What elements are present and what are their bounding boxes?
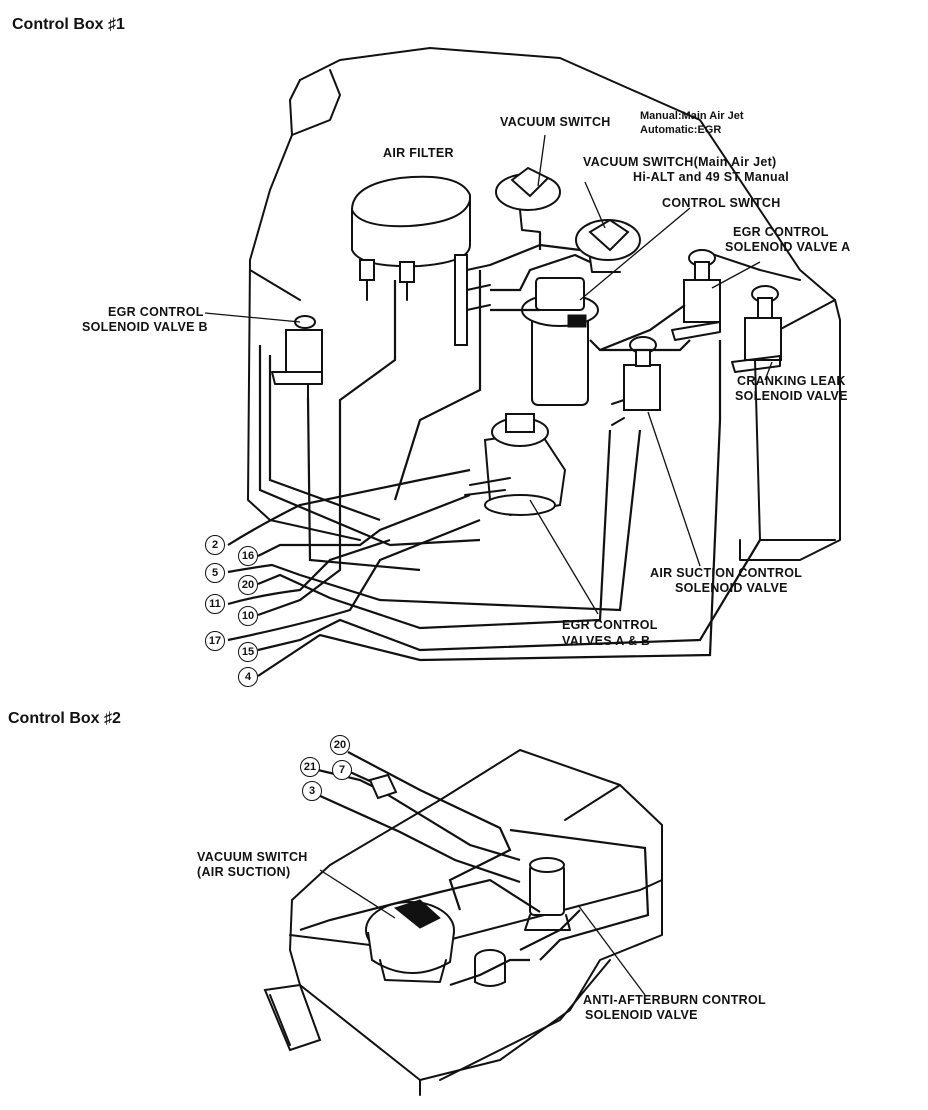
label-egr-valves-line1: EGR CONTROL xyxy=(562,618,658,632)
label-manual-note: Manual:Main Air Jet xyxy=(640,110,744,122)
hoses-box-2 xyxy=(299,751,650,987)
hoses-box-1 xyxy=(227,232,761,677)
hose-number-badge: 11 xyxy=(205,594,225,614)
vacuum-switch-top-drawing xyxy=(495,166,561,233)
vacuum-switch-air-suction-drawing xyxy=(365,899,455,983)
label-cranking-leak-line2: SOLENOID VALVE xyxy=(735,389,848,403)
label-egr-solenoid-b-line1: EGR CONTROL xyxy=(108,305,204,319)
hose-number-badge: 15 xyxy=(238,642,258,662)
label-air-filter: AIR FILTER xyxy=(383,146,454,160)
hose-number-badge: 16 xyxy=(238,546,258,566)
label-automatic-note: Automatic:EGR xyxy=(640,124,722,136)
label-vacuum-switch: VACUUM SWITCH xyxy=(500,115,611,129)
label-air-suction-line2: SOLENOID VALVE xyxy=(675,581,788,595)
hose-number-badge: 4 xyxy=(238,667,258,687)
egr-control-valves-drawing xyxy=(464,413,567,517)
anti-afterburn-solenoid-drawing xyxy=(524,857,571,931)
label-vacuum-switch-air-suction-line2: (AIR SUCTION) xyxy=(197,865,291,879)
air-filter-drawing xyxy=(351,175,471,301)
title-control-box-1: Control Box ♯1 xyxy=(12,16,125,33)
label-egr-valves-line2: VALVES A & B xyxy=(562,634,651,648)
label-control-switch: CONTROL SWITCH xyxy=(662,196,781,210)
cranking-leak-solenoid-drawing xyxy=(731,285,782,373)
label-vacuum-switch-main-air-jet: VACUUM SWITCH(Main Air Jet) xyxy=(583,155,777,169)
hose-number-badge: 20 xyxy=(238,575,258,595)
label-egr-solenoid-b-line2: SOLENOID VALVE B xyxy=(82,320,208,334)
hose-number-badge: 7 xyxy=(332,760,352,780)
label-vacuum-switch-air-suction-line1: VACUUM SWITCH xyxy=(197,850,308,864)
vacuum-switch-main-air-jet-drawing xyxy=(575,218,641,273)
title-control-box-2: Control Box ♯2 xyxy=(8,710,121,727)
label-hi-alt-note: Hi-ALT and 49 ST Manual xyxy=(633,170,789,184)
label-anti-afterburn-line2: SOLENOID VALVE xyxy=(585,1008,698,1022)
egr-solenoid-a-drawing xyxy=(671,249,721,341)
label-egr-solenoid-a-line1: EGR CONTROL xyxy=(733,225,829,239)
hose-number-badge: 3 xyxy=(302,781,322,801)
small-cylinder-drawing xyxy=(474,949,506,987)
label-anti-afterburn-line1: ANTI-AFTERBURN CONTROL xyxy=(583,993,766,1007)
hose-number-badge: 21 xyxy=(300,757,320,777)
control-box-2-housing xyxy=(263,749,663,1096)
manifold-tee-drawing xyxy=(454,254,491,346)
leader-lines-box-2 xyxy=(319,869,646,996)
label-egr-solenoid-a-line2: SOLENOID VALVE A xyxy=(725,240,851,254)
hose-number-badge: 10 xyxy=(238,606,258,626)
air-suction-solenoid-drawing xyxy=(611,336,661,426)
leader-lines-box-1 xyxy=(204,134,773,615)
label-cranking-leak-line1: CRANKING LEAK xyxy=(737,374,846,388)
egr-solenoid-b-drawing xyxy=(271,315,323,401)
hose-number-badge: 2 xyxy=(205,535,225,555)
control-switch-drawing xyxy=(521,277,599,406)
label-air-suction-line1: AIR SUCTION CONTROL xyxy=(650,566,803,580)
hose-number-badge: 17 xyxy=(205,631,225,651)
hose-number-badge: 5 xyxy=(205,563,225,583)
hose-number-badge: 20 xyxy=(330,735,350,755)
